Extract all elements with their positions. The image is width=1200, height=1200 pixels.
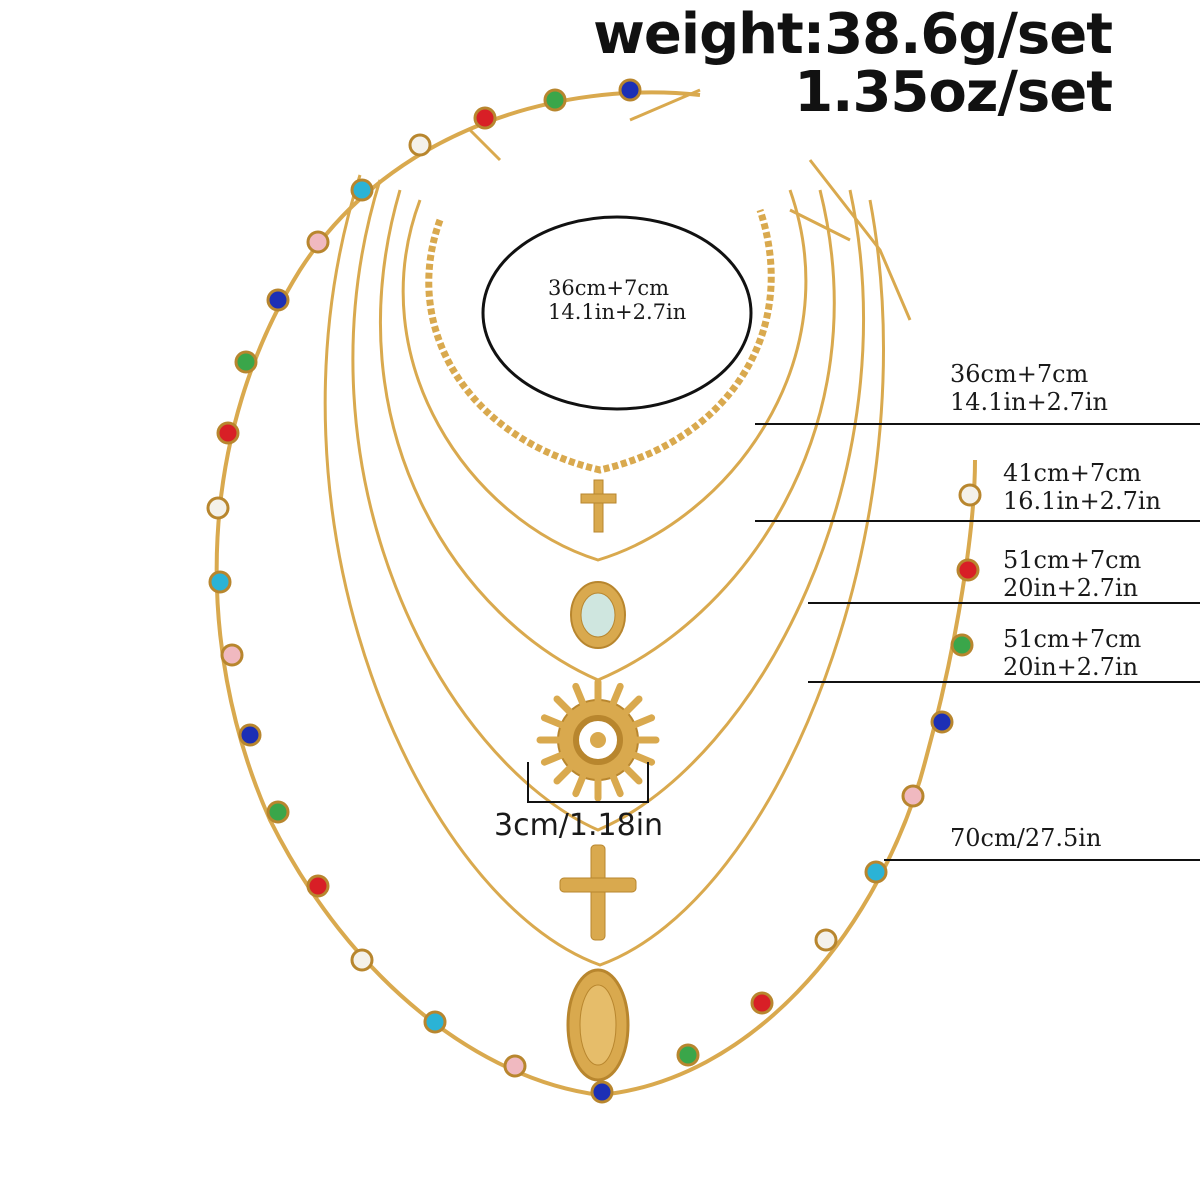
weight-ounces: 1.35oz/set <box>794 60 1113 125</box>
gem-bead <box>206 496 230 520</box>
beaded-chain <box>214 90 977 1098</box>
sun-ray <box>609 773 624 798</box>
sun-ray <box>622 695 643 716</box>
gem-bead <box>220 643 244 667</box>
circle-label-in: 14.1in+2.7in <box>548 300 687 324</box>
sun-ray <box>540 714 565 729</box>
gem-bead <box>901 784 925 808</box>
sun-ray <box>622 764 643 785</box>
length-label-2-cm: 41cm+7cm <box>1003 459 1142 487</box>
gem-bead <box>350 178 374 202</box>
length-label-3: 51cm+7cm 20in+2.7in <box>1003 546 1141 602</box>
sun-ray <box>540 751 565 766</box>
sun-ray <box>553 695 574 716</box>
weight-info: weight:38.6g/set 1.35oz/set <box>593 2 1113 125</box>
chain-choker-curb <box>425 208 775 474</box>
gem-bead <box>814 928 838 952</box>
cross-pendant-small <box>580 479 617 533</box>
pendant-size-label: 3cm/1.18in <box>494 808 664 843</box>
sun-ray <box>631 714 656 729</box>
gem-bead <box>473 106 497 130</box>
gem-bead <box>408 133 432 157</box>
gem-bead <box>503 1054 527 1078</box>
length-label-4: 51cm+7cm 20in+2.7in <box>1003 625 1141 681</box>
sun-pendant <box>536 678 660 802</box>
gem-bead <box>216 421 240 445</box>
sun-ray <box>553 764 574 785</box>
length-label-1: 36cm+7cm 14.1in+2.7in <box>950 360 1108 416</box>
gem-bead <box>676 1043 700 1067</box>
gem-bead <box>266 288 290 312</box>
gem-bead <box>930 710 954 734</box>
length-label-4-cm: 51cm+7cm <box>1003 625 1142 653</box>
length-label-1-cm: 36cm+7cm <box>950 360 1089 388</box>
gem-bead <box>864 860 888 884</box>
gem-bead <box>350 948 374 972</box>
gem-bead <box>208 570 232 594</box>
circle-label-cm: 36cm+7cm <box>548 276 670 300</box>
length-label-5: 70cm/27.5in <box>950 824 1101 852</box>
gem-bead <box>618 78 642 102</box>
chain-extenders <box>468 88 912 321</box>
opal-pendant <box>570 581 626 649</box>
length-label-1-in: 14.1in+2.7in <box>950 388 1108 416</box>
gem-bead <box>234 350 258 374</box>
length-label-5-cm: 70cm/27.5in <box>950 824 1102 852</box>
sun-ray <box>609 682 624 707</box>
gem-bead <box>306 874 330 898</box>
gem-bead <box>423 1010 447 1034</box>
gem-bead <box>543 88 567 112</box>
measurement-circle <box>481 215 753 411</box>
sun-ray <box>572 682 587 707</box>
chain-51cm-b <box>351 179 865 832</box>
size-bracket <box>527 762 649 803</box>
length-label-4-in: 20in+2.7in <box>1003 653 1139 681</box>
length-label-3-in: 20in+2.7in <box>1003 574 1139 602</box>
gem-bead <box>750 991 774 1015</box>
gem-bead <box>956 558 980 582</box>
gem-bead <box>958 483 982 507</box>
length-label-2-in: 16.1in+2.7in <box>1003 487 1161 515</box>
crucifix-pendant <box>559 844 637 941</box>
gem-bead <box>306 230 330 254</box>
gem-bead <box>238 723 262 747</box>
length-label-3-cm: 51cm+7cm <box>1003 546 1142 574</box>
chain-41cm <box>401 189 808 562</box>
sun-ray <box>572 773 587 798</box>
gem-bead <box>266 800 290 824</box>
sun-ray <box>631 751 656 766</box>
gem-beads <box>206 78 982 1104</box>
circle-label: 36cm+7cm 14.1in+2.7in <box>548 276 686 324</box>
length-label-2: 41cm+7cm 16.1in+2.7in <box>1003 459 1161 515</box>
gem-bead <box>590 1080 614 1104</box>
gem-bead <box>950 633 974 657</box>
madonna-pendant <box>566 968 630 1082</box>
weight-grams: weight:38.6g/set <box>593 2 1113 67</box>
